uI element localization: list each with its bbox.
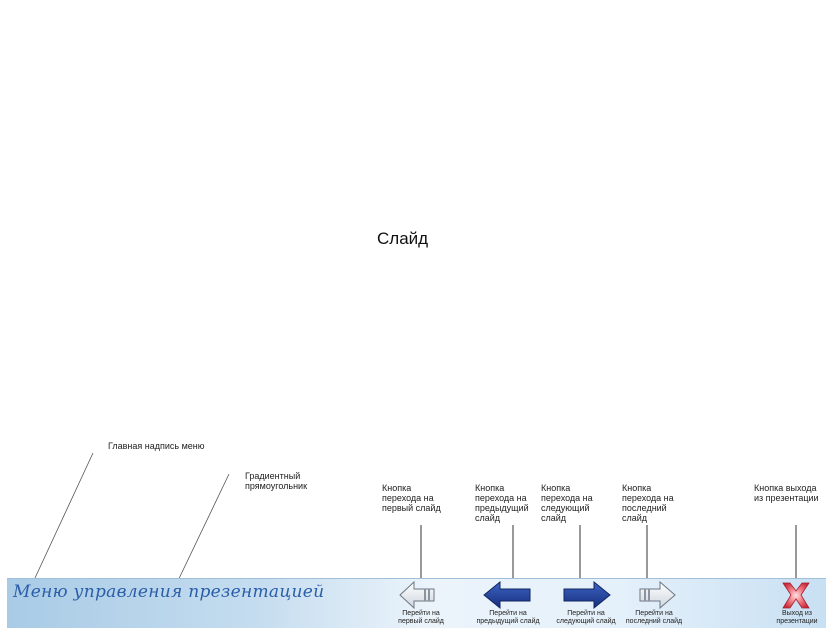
menu-title: Меню управления презентацией — [13, 582, 325, 602]
presentation-menu-bar: Меню управления презентацией Перейти на … — [7, 578, 826, 628]
exit-presentation-button[interactable]: Выход из презентации — [763, 579, 826, 628]
first-slide-button[interactable]: Перейти на первый слайд — [387, 579, 455, 628]
callout-main-title: Главная надпись меню — [108, 441, 205, 451]
last-slide-caption: Перейти на последний слайд — [625, 610, 683, 625]
next-slide-caption: Перейти на следующий слайд — [556, 610, 616, 625]
callout-last-button: Кнопка перехода на последний слайд — [622, 483, 674, 523]
callout-gradient-rect: Градиентный прямоугольник — [245, 471, 308, 491]
first-slide-caption: Перейти на первый слайд — [398, 610, 444, 625]
prev-slide-caption: Перейти на предыдущий слайд — [476, 610, 540, 625]
exit-cross-icon — [782, 582, 810, 609]
last-slide-arrow-icon — [639, 581, 676, 610]
callout-next-button: Кнопка перехода на следующий слайд — [541, 483, 593, 523]
callout-first-button: Кнопка перехода на первый слайд — [382, 483, 441, 513]
next-slide-arrow-icon — [563, 581, 611, 610]
first-slide-arrow-icon — [399, 581, 435, 610]
prev-slide-arrow-icon — [483, 581, 531, 610]
slide-label: Слайд — [377, 229, 429, 248]
callout-exit-button: Кнопка выхода из презентации — [754, 483, 819, 503]
exit-caption: Выход из презентации — [776, 610, 818, 625]
next-slide-button[interactable]: Перейти на следующий слайд — [552, 579, 620, 628]
last-slide-button[interactable]: Перейти на последний слайд — [620, 579, 688, 628]
callout-prev-button: Кнопка перехода на предыдущий слайд — [475, 483, 529, 523]
prev-slide-button[interactable]: Перейти на предыдущий слайд — [474, 579, 542, 628]
